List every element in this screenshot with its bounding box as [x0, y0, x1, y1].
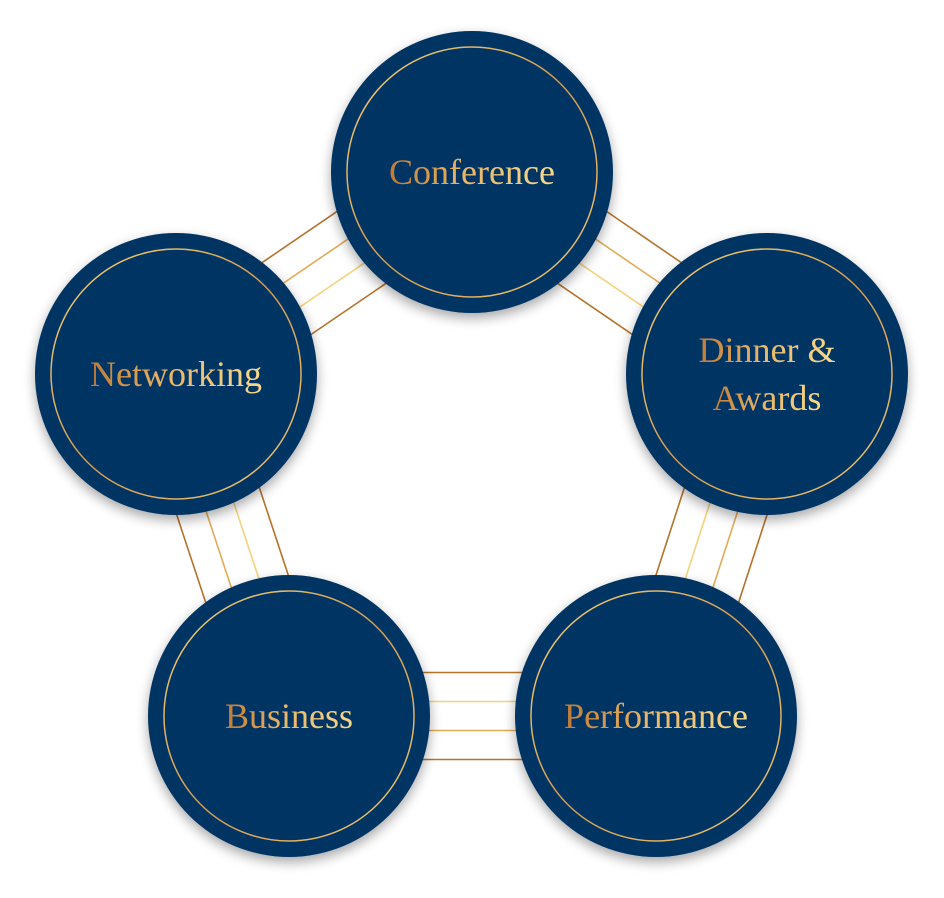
- node-circle: [148, 575, 430, 857]
- node-label: Networking: [90, 354, 262, 394]
- node-ring: [346, 46, 598, 298]
- node-performance: Performance: [515, 575, 797, 857]
- node-ring: [50, 248, 302, 500]
- node-label: Performance: [564, 696, 748, 736]
- node-circle: [515, 575, 797, 857]
- node-conference: Conference: [331, 31, 613, 313]
- node-circle: [331, 31, 613, 313]
- node-circle: [626, 233, 908, 515]
- node-circle: [35, 233, 317, 515]
- node-business: Business: [148, 575, 430, 857]
- node-label: Conference: [389, 152, 555, 192]
- node-networking: Networking: [35, 233, 317, 515]
- node-ring: [641, 248, 893, 500]
- node-label: Awards: [713, 378, 822, 418]
- node-ring: [163, 590, 415, 842]
- node-ring: [530, 590, 782, 842]
- node-label: Business: [225, 696, 353, 736]
- node-label: Dinner &: [699, 330, 836, 370]
- node-dinner-awards: Dinner & Awards: [626, 233, 908, 515]
